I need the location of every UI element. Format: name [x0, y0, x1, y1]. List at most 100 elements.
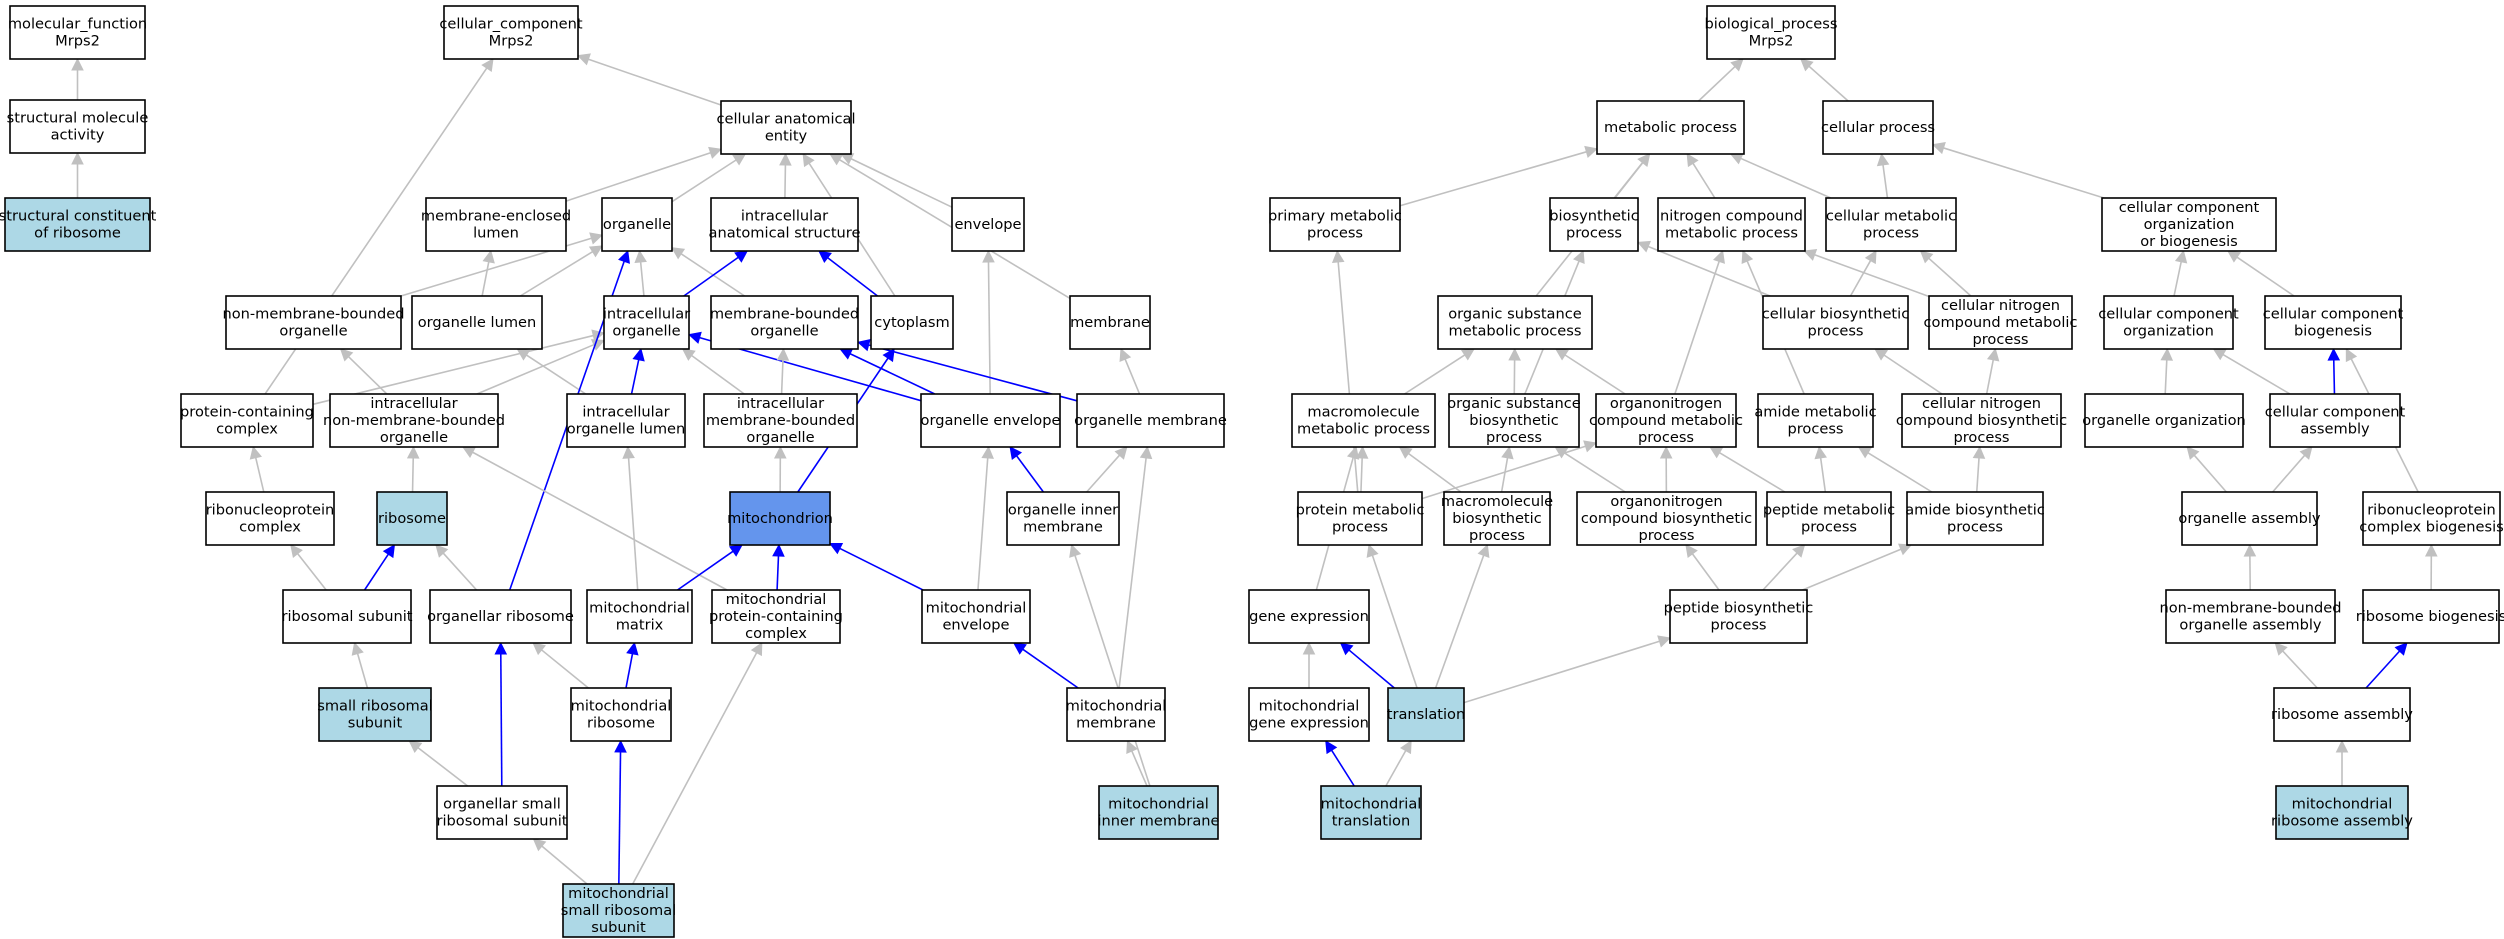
arrowhead-icon: [1686, 153, 1699, 168]
edge-line: [1404, 354, 1466, 395]
edge-line: [1719, 451, 1786, 493]
edge-line: [1016, 455, 1045, 493]
edge-line: [1371, 555, 1418, 689]
edge-cncbp-to-cncmp: [1985, 347, 2000, 395]
node-oorg: organelle organization: [2082, 393, 2246, 448]
arrowhead-icon: [576, 53, 591, 66]
edge-mssu-to-ossu: [532, 838, 588, 885]
edge-oasm-to-oorg: [2186, 446, 2227, 493]
arrowhead-icon: [2243, 543, 2257, 557]
edge-pmp-to-metp: [1399, 145, 1599, 207]
edge-cco-to-ccob: [2173, 249, 2188, 297]
node-box: [443, 5, 579, 60]
arrowhead-icon: [71, 151, 84, 165]
node-label-line: translation: [1332, 813, 1410, 830]
node-label-line: mitochondrial: [1108, 796, 1209, 813]
node-box: [1269, 197, 1401, 252]
node-label-line: mitochondrion: [727, 510, 833, 527]
edge-menv-to-mito: [828, 543, 924, 591]
arrowhead-icon: [1009, 446, 1023, 460]
node-label-line: process: [1863, 225, 1919, 242]
node-env: envelope: [951, 197, 1025, 252]
node-rsu: ribosomal subunit: [281, 589, 413, 644]
edge-line: [1674, 261, 1720, 395]
node-box: [1825, 197, 1957, 252]
arrowhead-icon: [1857, 446, 1872, 459]
node-label-line: process: [1972, 331, 2028, 348]
arrowhead-icon: [1331, 249, 1345, 263]
edge-line: [1849, 260, 1872, 297]
edge-mriba-to-riba: [2335, 739, 2349, 786]
node-label-line: organelle lumen: [418, 314, 537, 331]
node-label-line: mitochondrial: [568, 885, 669, 902]
node-riba: ribosome assembly: [2271, 687, 2413, 742]
arrowhead-icon: [2274, 642, 2288, 656]
edge-mssu-to-mrib: [614, 739, 627, 885]
arrowhead-icon: [1713, 249, 1725, 264]
edge-line: [442, 552, 478, 591]
edge-line: [417, 747, 469, 787]
arrowhead-icon: [1730, 58, 1744, 72]
edge-ias-to-cae: [779, 152, 792, 199]
node-inmbo: intracellularnon-membrane-boundedorganel…: [323, 393, 505, 448]
arrowhead-icon: [1986, 347, 2000, 362]
edge-mim-to-oim: [1069, 543, 1151, 787]
edge-line: [1882, 164, 1889, 199]
arrowhead-icon: [829, 153, 844, 166]
arrowhead-icon: [1584, 145, 1599, 159]
arrowhead-icon: [614, 739, 627, 753]
node-box: [2181, 491, 2318, 546]
edge-line: [1330, 749, 1355, 787]
edge-oenv-to-env: [982, 249, 995, 395]
edge-line: [1943, 147, 2105, 199]
edge-line: [784, 164, 787, 199]
node-label-line: cellular biosynthetic: [1762, 306, 1909, 323]
edge-line: [1022, 648, 1079, 689]
node-label-line: ribosomal subunit: [436, 813, 567, 830]
node-label-line: intracellular: [582, 404, 669, 421]
node-box: [603, 295, 690, 350]
node-label-line: membrane: [1076, 715, 1156, 732]
arrowhead-icon: [2424, 543, 2438, 557]
edge-line: [588, 58, 722, 106]
arrowhead-icon: [818, 250, 832, 264]
edge-trans-to-gexp: [1339, 642, 1395, 689]
node-label-line: biosynthetic: [1452, 510, 1542, 527]
edge-oasm-to-cca: [2272, 446, 2313, 493]
edge-trans-to-mbp: [1434, 543, 1490, 689]
edge-io-to-ias: [683, 250, 749, 297]
edge-mmem-to-omem: [1118, 445, 1153, 689]
arrowhead-icon: [588, 245, 603, 258]
arrowhead-icon: [1741, 249, 1754, 265]
edge-mito-to-imbo: [773, 445, 787, 493]
node-box: [710, 197, 859, 252]
edge-cae-to-cc: [576, 53, 722, 106]
node-box: [1076, 393, 1225, 448]
arrowhead-icon: [728, 544, 743, 557]
arrowhead-icon: [681, 348, 696, 361]
node-label-line: assembly: [2300, 421, 2370, 438]
arrowhead-icon: [1139, 445, 1153, 460]
node-box: [1248, 687, 1370, 742]
node-box: [1766, 491, 1892, 546]
edge-sma-to-mf: [71, 57, 84, 100]
node-label-line: nitrogen compound: [1660, 208, 1803, 225]
edge-ol-to-org: [519, 245, 603, 297]
node-box: [2264, 295, 2402, 350]
edge-cyt-to-ias: [818, 250, 879, 297]
edge-line: [481, 261, 490, 297]
node-label-line: biological_process: [1705, 16, 1838, 33]
node-box: [710, 295, 859, 350]
node-label-line: organelle assembly: [2178, 510, 2320, 527]
node-label-line: organization: [2144, 216, 2235, 233]
node-label-line: translation: [1387, 706, 1465, 723]
node-label-line: metabolic process: [1297, 421, 1430, 438]
arrowhead-icon: [2299, 446, 2313, 460]
